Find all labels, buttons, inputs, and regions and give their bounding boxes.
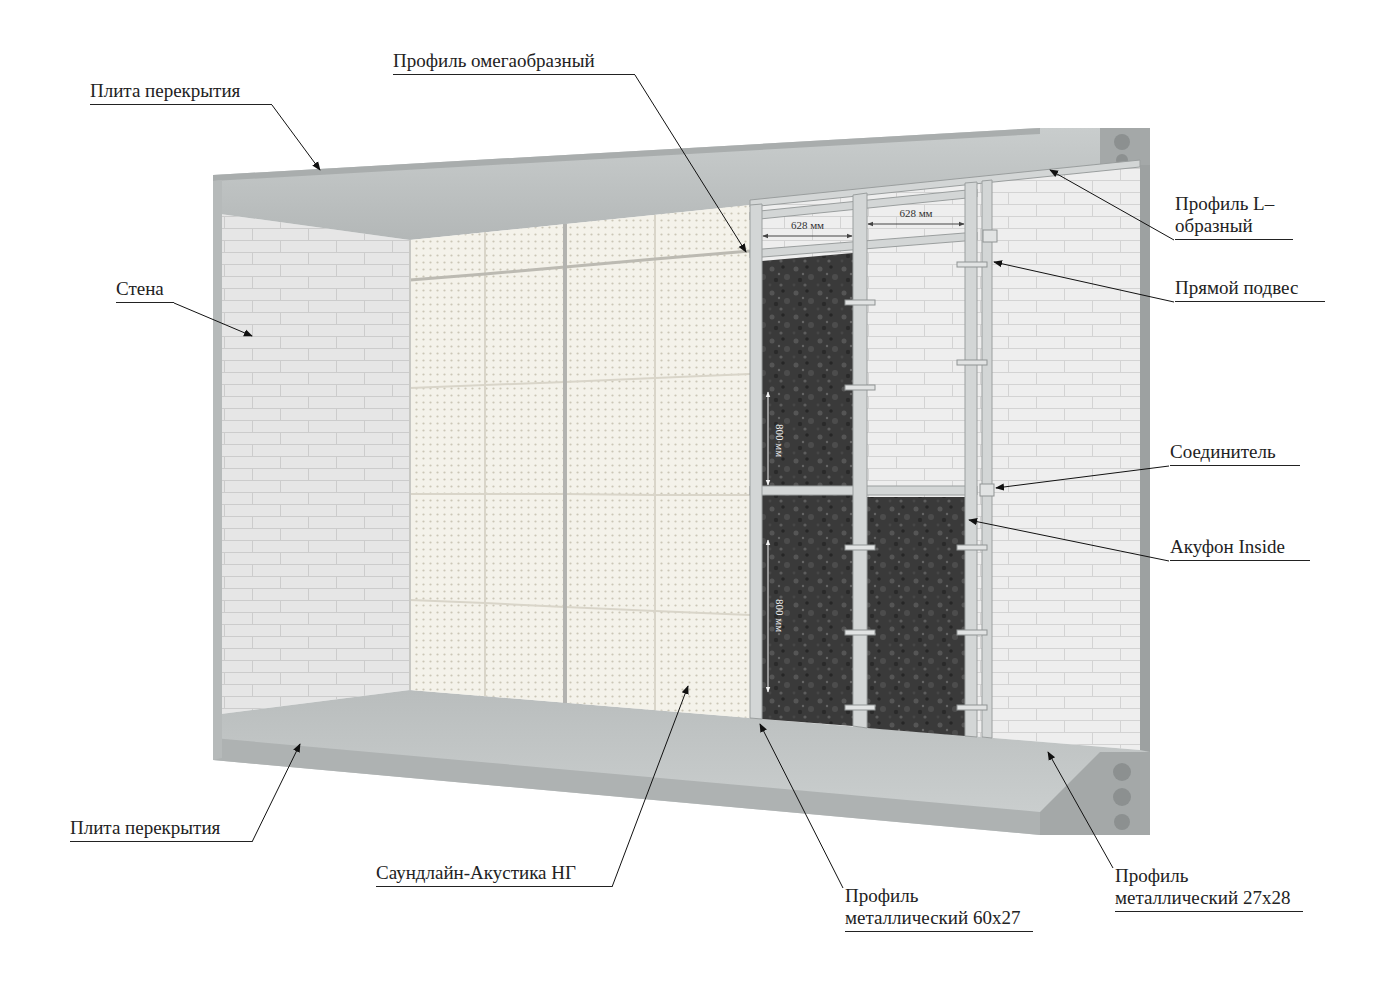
- callout-label: Стена: [116, 278, 174, 303]
- floor-cut: [1040, 752, 1150, 835]
- left-wall-shade: [213, 213, 410, 715]
- insulation: [867, 497, 965, 736]
- direct-hangers: [845, 230, 997, 710]
- acoustic-panels: [410, 205, 750, 718]
- callout-label: Профиль омегаобразный: [393, 50, 635, 75]
- profile-60x27: [853, 193, 867, 728]
- ceiling-edge: [213, 128, 1040, 181]
- callout-label: Профиль металлический 27х28: [1115, 865, 1303, 912]
- callout-label: Профиль металлический 60х27: [845, 885, 1033, 932]
- omega-profile: [750, 204, 762, 719]
- dimension-label: 628 мм: [867, 207, 965, 220]
- floor-edge: [213, 738, 1040, 835]
- panel-seam: [563, 224, 567, 703]
- callout-label: Плита перекрытия: [90, 80, 272, 105]
- leader-lines: [174, 75, 1174, 888]
- back-wall: [410, 165, 1140, 750]
- dimension-line: [763, 236, 852, 237]
- dimension-label: 800 мм: [773, 598, 786, 631]
- callout-label: Акуфон Inside: [1170, 536, 1310, 561]
- dimension-label: 628 мм: [762, 219, 853, 232]
- dimension-line: [768, 540, 769, 692]
- callout-label: Саундлайн-Акустика НГ: [376, 862, 612, 887]
- hollow-core: [1114, 814, 1130, 830]
- callout-label: Плита перекрытия: [70, 817, 252, 842]
- left-wall: [213, 213, 410, 715]
- panel-frame-line: [410, 251, 750, 280]
- dimension-label: 800 мм: [773, 423, 786, 456]
- panel-joints: [410, 215, 750, 710]
- wall-cut: [1140, 165, 1150, 752]
- hollow-core: [1113, 763, 1131, 781]
- hollow-core: [1113, 788, 1131, 806]
- dimension-line: [768, 392, 769, 485]
- metal-frame: [750, 160, 1140, 738]
- panel-edge: [409, 240, 411, 690]
- hollow-core: [1114, 134, 1130, 150]
- callout-label: Прямой подвес: [1175, 277, 1325, 302]
- wall-rim: [213, 180, 222, 760]
- dimension-line: [868, 224, 964, 225]
- callout-label: Профиль L–образный: [1175, 193, 1293, 240]
- callout-label: Соединитель: [1170, 441, 1300, 466]
